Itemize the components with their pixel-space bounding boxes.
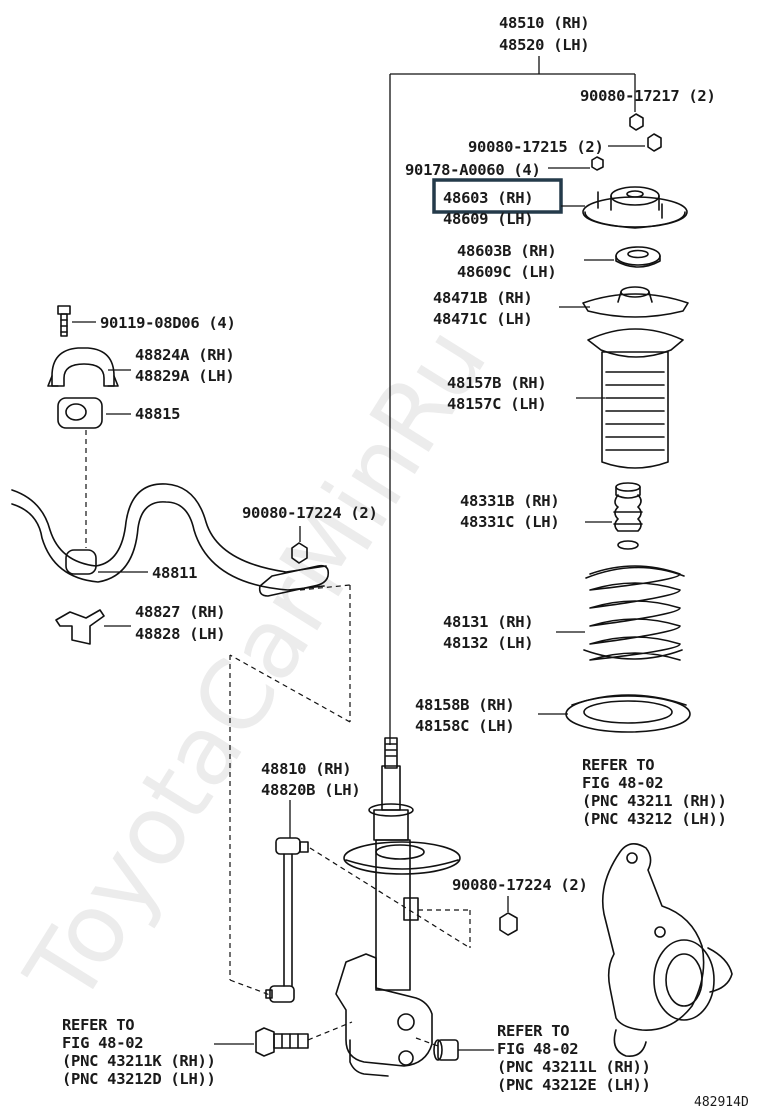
- clamp-icon: [55, 609, 105, 645]
- bolt-right-ref-line1: REFER TO: [497, 1022, 569, 1040]
- reference-knuckle: REFER TO FIG 48-02 (PNC 43211 (RH)) (PNC…: [582, 756, 727, 828]
- nut-upper-label: 90080-17217 (2): [580, 87, 715, 105]
- strut-assembly-rh-label: 48510 (RH): [499, 14, 589, 32]
- steering-knuckle-icon: [601, 843, 733, 1058]
- knuckle-ref-line3: (PNC 43211 (RH)): [582, 792, 727, 810]
- hex-nut-icon: [499, 912, 518, 936]
- support-rh-label: 48603 (RH): [443, 189, 533, 207]
- upper-support-icon: [582, 186, 688, 229]
- knuckle-ref-line1: REFER TO: [582, 756, 654, 774]
- dust-boot-icon: [587, 328, 684, 469]
- bearing-lh-label: 48609C (LH): [457, 263, 556, 281]
- bolt-left-ref-line2: FIG 48-02: [62, 1034, 143, 1052]
- bolt-right-ref-line2: FIG 48-02: [497, 1040, 578, 1058]
- spring-seat-upper-lh-label: 48471C (LH): [433, 310, 532, 328]
- strut-assembly-bracket-line: [389, 56, 636, 745]
- coil-spring-rh-label: 48131 (RH): [443, 613, 533, 631]
- coil-spring-icon: [583, 565, 685, 661]
- watermark: ToyotaCarMinRu: [4, 308, 509, 1023]
- shock-absorber-icon: [335, 737, 461, 1077]
- diagram-code: 482914D: [694, 1095, 749, 1110]
- bolt-right-ref-line4: (PNC 43212E (LH)): [497, 1076, 651, 1094]
- spring-seat-icon: [582, 286, 689, 318]
- bracket-lh-label: 48829A (LH): [135, 367, 234, 385]
- coil-spring-lh-label: 48132 (LH): [443, 634, 533, 652]
- bolt-right-ref-line3: (PNC 43211L (RH)): [497, 1058, 651, 1076]
- bump-stopper-rh-label: 48157B (RH): [447, 374, 546, 392]
- hex-nut-icon: [591, 113, 662, 171]
- bolt-bracket-label: 90119-08D06 (4): [100, 314, 235, 332]
- bolt-icon: [255, 1027, 309, 1057]
- link-lh-label: 48820B (LH): [261, 781, 360, 799]
- knuckle-ref-line2: FIG 48-02: [582, 774, 663, 792]
- clamp-lh-label: 48828 (LH): [135, 625, 225, 643]
- nut-link-upper-label: 90080-17224 (2): [242, 504, 377, 522]
- hex-nut-icon: [291, 542, 308, 564]
- reference-bolt-right: REFER TO FIG 48-02 (PNC 43211L (RH)) (PN…: [497, 1022, 651, 1094]
- support-highlight-box: [432, 178, 563, 214]
- knuckle-ref-line4: (PNC 43212 (LH)): [582, 810, 727, 828]
- link-rh-label: 48810 (RH): [261, 760, 351, 778]
- hex-nut-icon: [433, 1039, 459, 1061]
- boot-rh-label: 48331B (RH): [460, 492, 559, 510]
- bracket-rh-label: 48824A (RH): [135, 346, 234, 364]
- support-lh-label: 48609 (LH): [443, 210, 533, 228]
- bearing-rh-label: 48603B (RH): [457, 242, 556, 260]
- reference-bolt-left: REFER TO FIG 48-02 (PNC 43211K (RH)) (PN…: [62, 1016, 216, 1088]
- stabilizer-bar-icon: [11, 483, 330, 597]
- nut-small-label: 90178-A0060 (4): [405, 161, 540, 179]
- bushing-icon: [57, 397, 103, 429]
- spring-insulator-icon: [565, 694, 691, 733]
- spring-seat-upper-rh-label: 48471B (RH): [433, 289, 532, 307]
- nut-mount-label: 90080-17215 (2): [468, 138, 603, 156]
- bump-stopper-icon: [613, 482, 643, 550]
- bolt-left-ref-line4: (PNC 43212D (LH)): [62, 1070, 216, 1088]
- boot-lh-label: 48331C (LH): [460, 513, 559, 531]
- spring-insulator-rh-label: 48158B (RH): [415, 696, 514, 714]
- bump-stopper-lh-label: 48157C (LH): [447, 395, 546, 413]
- stabilizer-bar-label: 48811: [152, 564, 197, 582]
- bushing-label: 48815: [135, 405, 180, 423]
- bolt-left-ref-line1: REFER TO: [62, 1016, 134, 1034]
- nut-link-lower-label: 90080-17224 (2): [452, 876, 587, 894]
- bolt-left-ref-line3: (PNC 43211K (RH)): [62, 1052, 216, 1070]
- stabilizer-link-icon: [265, 837, 309, 1003]
- bearing-icon: [615, 246, 661, 268]
- bolt-icon: [57, 305, 71, 337]
- clamp-rh-label: 48827 (RH): [135, 603, 225, 621]
- stabilizer-bracket-icon: [47, 347, 119, 387]
- spring-insulator-lh-label: 48158C (LH): [415, 717, 514, 735]
- strut-assembly-lh-label: 48520 (LH): [499, 36, 589, 54]
